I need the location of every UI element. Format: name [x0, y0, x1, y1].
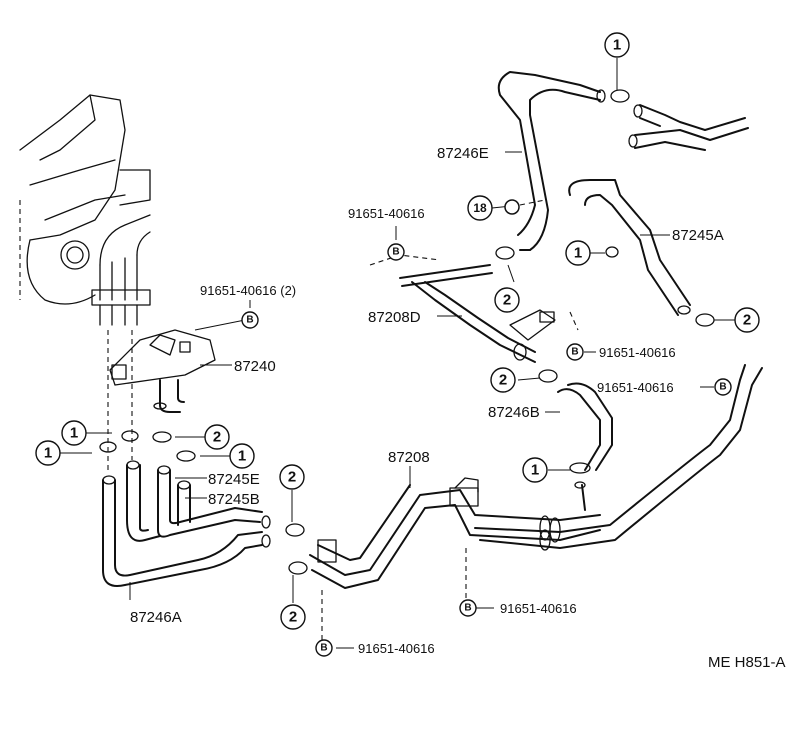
callout-b-87208-left: B — [315, 639, 333, 657]
svg-text:2: 2 — [213, 429, 221, 446]
svg-text:B: B — [719, 382, 726, 393]
clamps-left — [99, 430, 196, 462]
svg-text:B: B — [392, 247, 399, 258]
callout-1-left-a: 1 — [61, 420, 87, 446]
figure-code: ME H851-A — [708, 654, 786, 671]
svg-text:2: 2 — [499, 372, 507, 389]
bolt-label-upper-center: 91651-40616 — [348, 206, 425, 221]
callout-b-87208-center: B — [459, 599, 477, 617]
bolt-label-heater: 91651-40616 (2) — [200, 283, 296, 298]
svg-text:1: 1 — [238, 448, 246, 465]
label-87246E: 87246E — [437, 145, 489, 162]
callout-2-87208-bottom: 2 — [280, 604, 306, 630]
callout-1-left-c: 1 — [229, 443, 255, 469]
callout-1-87245A: 1 — [565, 240, 591, 266]
clamps-87208 — [285, 462, 591, 575]
callout-2-left: 2 — [204, 424, 230, 450]
label-87245B: 87245B — [208, 491, 260, 508]
label-87240: 87240 — [234, 358, 276, 375]
hose-87246B — [557, 382, 613, 471]
svg-text:18: 18 — [473, 201, 487, 215]
label-87208D: 87208D — [368, 309, 421, 326]
svg-text:2: 2 — [503, 292, 511, 309]
bolt-label-right: 91651-40616 — [597, 380, 674, 395]
bolt-label-87208D: 91651-40616 — [599, 345, 676, 360]
hose-87245A — [568, 179, 715, 327]
callout-b-87208D: B — [566, 343, 584, 361]
callout-1-left-b: 1 — [35, 440, 61, 466]
svg-text:B: B — [246, 315, 253, 326]
engine-block-illustration — [19, 94, 151, 326]
bolt-label-87208-center: 91651-40616 — [500, 601, 577, 616]
svg-text:1: 1 — [44, 445, 52, 462]
bolt-label-87208-left: 91651-40616 — [358, 641, 435, 656]
hoses-lower-left — [102, 460, 271, 587]
callout-2-87245A: 2 — [734, 307, 760, 333]
callout-b-upper-center: B — [387, 243, 405, 261]
callout-2-87208-top: 2 — [279, 464, 305, 490]
label-87208: 87208 — [388, 449, 430, 466]
callout-1-top: 1 — [604, 32, 630, 58]
callout-b-right: B — [714, 378, 732, 396]
svg-text:2: 2 — [288, 469, 296, 486]
label-87246A: 87246A — [130, 609, 182, 626]
bracket-87240 — [109, 329, 216, 413]
callout-1-87246B: 1 — [522, 457, 548, 483]
pipe-87208 — [309, 364, 763, 589]
svg-text:2: 2 — [743, 312, 751, 329]
leader-lines — [60, 58, 735, 649]
svg-text:1: 1 — [531, 462, 539, 479]
svg-text:B: B — [571, 347, 578, 358]
callout-2-87208D-top: 2 — [494, 287, 520, 313]
hose-top-right — [610, 89, 749, 151]
svg-text:1: 1 — [613, 37, 621, 54]
hose-87246E — [497, 71, 606, 252]
label-87245A: 87245A — [672, 227, 724, 244]
callout-18: 18 — [467, 195, 520, 221]
pipe-87208D — [399, 246, 558, 383]
svg-text:1: 1 — [574, 245, 582, 262]
svg-text:1: 1 — [70, 425, 78, 442]
svg-text:B: B — [464, 603, 471, 614]
label-87246B: 87246B — [488, 404, 540, 421]
callout-b-heater: B — [241, 311, 259, 329]
svg-text:B: B — [320, 643, 327, 654]
label-87245E: 87245E — [208, 471, 260, 488]
callout-2-87246B: 2 — [490, 367, 516, 393]
svg-text:2: 2 — [289, 609, 297, 626]
